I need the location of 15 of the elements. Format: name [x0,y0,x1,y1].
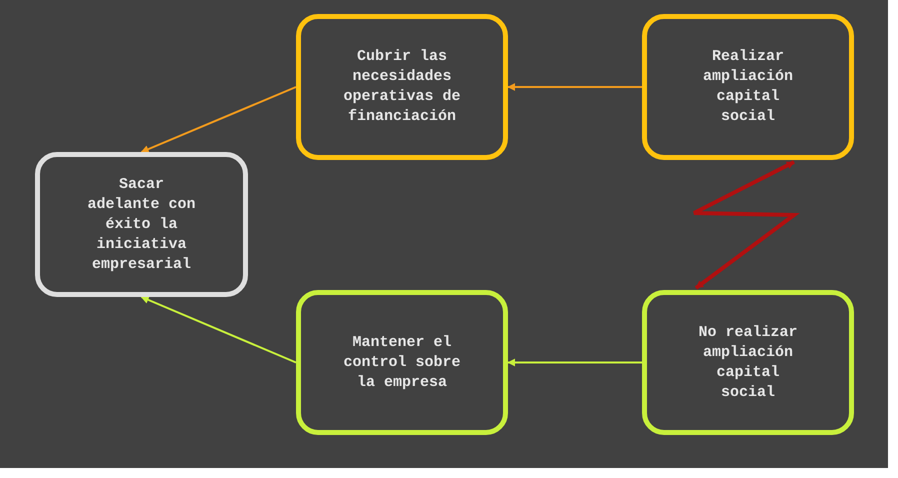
box-text: Mantener el control sobre la empresa [342,332,462,392]
arrow [507,358,642,366]
process-box [296,290,508,435]
arrow [140,86,296,153]
arrow [140,296,296,364]
arrow [692,160,800,290]
process-box [35,152,248,297]
process-box [296,14,508,160]
arrow [507,83,642,91]
box-text: No realizar ampliación capital social [697,322,799,402]
box-text: Realizar ampliación capital social [702,47,794,127]
box-text: Sacar adelante con éxito la iniciativa empresarial [86,174,197,274]
box-text: Cubrir las necesidades operativas de financiación [342,47,462,127]
process-box [642,290,854,435]
process-box [642,14,854,160]
